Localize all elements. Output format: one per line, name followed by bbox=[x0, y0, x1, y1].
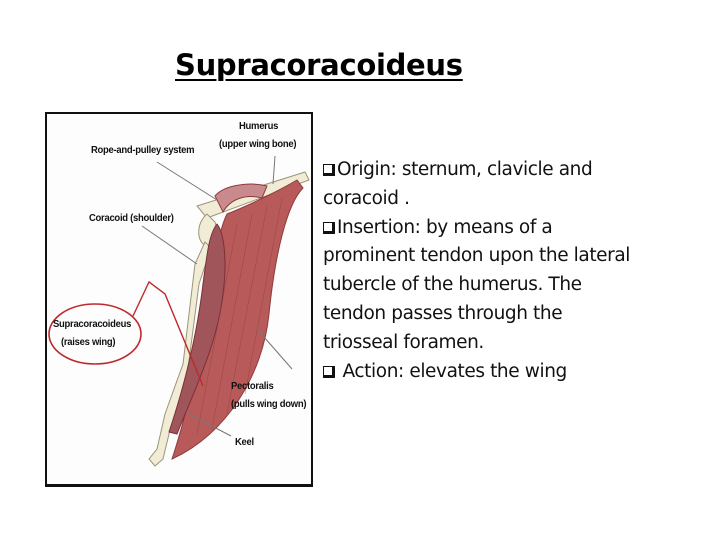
bullet-list: Origin: sternum, clavicle and coracoid .… bbox=[323, 156, 683, 386]
bullet-origin: Origin: sternum, clavicle and bbox=[323, 156, 683, 185]
label-humerus: Humerus bbox=[239, 120, 279, 132]
checkbox-bullet-icon bbox=[323, 221, 335, 234]
bullet-insertion-cont-2: tubercle of the humerus. The bbox=[323, 274, 582, 296]
bullet-origin-cont: coracoid . bbox=[323, 187, 410, 209]
bullet-insertion-cont-3: tendon passes through the bbox=[323, 302, 563, 324]
bullet-action: Action: elevates the wing bbox=[323, 358, 683, 387]
bullet-insertion-cont-4: triosseal foramen. bbox=[323, 331, 484, 353]
label-pectoralis-sub: (pulls wing down) bbox=[231, 398, 307, 410]
label-pectoralis: Pectoralis bbox=[231, 380, 274, 392]
bullet-insertion-cont-1: prominent tendon upon the lateral bbox=[323, 245, 631, 267]
slide-title: Supracoracoideus bbox=[175, 48, 463, 82]
anatomy-figure: Humerus (upper wing bone) Rope-and-pulle… bbox=[45, 112, 313, 487]
label-keel: Keel bbox=[235, 436, 254, 448]
label-rope-and-pulley: Rope-and-pulley system bbox=[91, 144, 195, 156]
label-supracoracoideus-sub: (raises wing) bbox=[61, 336, 116, 348]
bullet-insertion: Insertion: by means of a bbox=[323, 214, 683, 243]
label-coracoid: Coracoid (shoulder) bbox=[89, 212, 174, 224]
bird-wing-muscle-illustration bbox=[48, 155, 310, 467]
label-humerus-sub: (upper wing bone) bbox=[219, 138, 297, 150]
checkbox-bullet-icon bbox=[323, 365, 335, 378]
checkbox-bullet-icon bbox=[323, 164, 335, 176]
label-supracoracoideus: Supracoracoideus bbox=[53, 318, 132, 330]
